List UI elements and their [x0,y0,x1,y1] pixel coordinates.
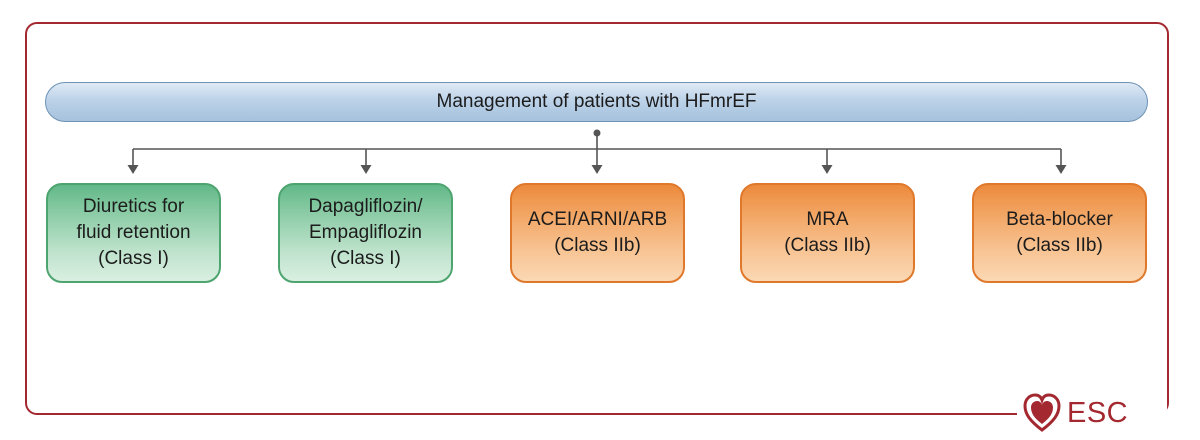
box-diuretics: Diuretics for fluid retention (Class I) [46,183,221,283]
arrow-head-3 [591,165,603,174]
box-diuretics-line-1: Diuretics for [82,196,185,217]
box-sglt2i-line-1: Dapagliflozin/ [308,196,423,217]
box-mra: MRA (Class IIb) [740,183,915,283]
box-mra-line-1: MRA [806,209,849,230]
arrow-head-5 [1055,165,1067,174]
arrow-head-2 [360,165,372,174]
header-bar: Management of patients with HFmrEF [45,82,1148,122]
box-mra-line-2: (Class IIb) [784,235,871,256]
box-beta-blocker-line-2: (Class IIb) [1016,235,1103,256]
header-title: Management of patients with HFmrEF [436,91,757,112]
esc-logo: ESC [1017,390,1167,436]
box-acei-arni-arb: ACEI/ARNI/ARB (Class IIb) [510,183,685,283]
box-sglt2i-line-2: Empagliflozin [309,222,422,243]
box-diuretics-line-2: fluid retention [76,222,191,243]
esc-logo-text: ESC [1067,396,1129,429]
box-sglt2i: Dapagliflozin/ Empagliflozin (Class I) [278,183,453,283]
diagram-frame [25,22,1169,415]
box-beta-blocker: Beta-blocker (Class IIb) [972,183,1147,283]
arrow-head-1 [127,165,139,174]
box-acei-line-1: ACEI/ARNI/ARB [527,209,668,230]
box-diuretics-line-3: (Class I) [98,248,169,269]
box-sglt2i-line-3: (Class I) [330,248,401,269]
box-acei-line-2: (Class IIb) [554,235,641,256]
arrow-head-4 [821,165,833,174]
box-beta-blocker-line-1: Beta-blocker [1006,209,1113,230]
heart-icon [1023,393,1061,432]
